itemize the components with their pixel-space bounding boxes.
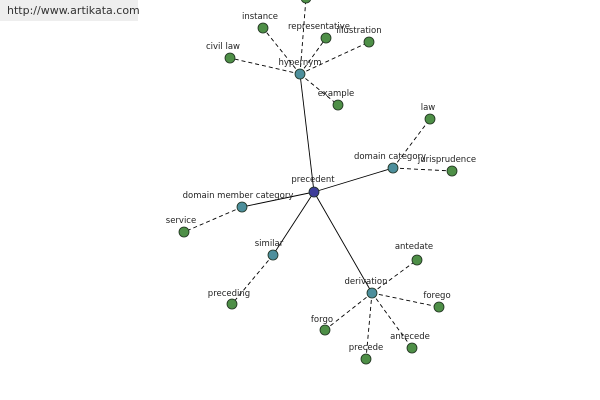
label-derivation[interactable]: derivation [344,277,387,287]
label-hypernym[interactable]: hypernym [278,58,321,68]
edge-domain-member-category [241,191,315,208]
edge-service [183,206,243,233]
label-service[interactable]: service [166,216,196,226]
node-hypernym-top[interactable] [300,0,312,4]
label-instance[interactable]: instance [242,12,278,22]
label-example[interactable]: example [318,89,355,99]
node-similar[interactable] [267,249,279,261]
node-antecede[interactable] [406,342,418,354]
node-example[interactable] [332,99,344,111]
edge-representative [299,37,327,75]
node-service[interactable] [178,226,190,238]
node-instance[interactable] [257,22,269,34]
label-preceding[interactable]: preceding [208,289,250,299]
edge-instance [262,27,301,75]
label-precede[interactable]: precede [349,343,383,353]
edge-illustration [299,41,370,75]
edge-antedate [371,259,418,294]
node-jurisprudence[interactable] [446,165,458,177]
label-illustration[interactable]: illustration [336,26,381,36]
node-forgo[interactable] [319,324,331,336]
label-forego-right[interactable]: forego [423,291,450,301]
label-antedate[interactable]: antedate [395,242,433,252]
edge-hypernym-top [299,0,307,75]
label-forgo[interactable]: forgo [311,315,333,325]
edge-derivation [313,191,373,294]
node-representative[interactable] [320,32,332,44]
label-domain-member-category[interactable]: domain member category [183,191,294,201]
graph-nodes [178,0,458,365]
edge-antecede [371,292,413,349]
edge-preceding [231,254,274,305]
label-domain-category[interactable]: domain category [354,152,426,162]
edge-similar [272,191,315,256]
label-civil-law[interactable]: civil law [206,42,240,52]
node-antedate[interactable] [411,254,423,266]
edge-civil-law [229,57,301,75]
node-civil-law[interactable] [224,52,236,64]
node-hypernym[interactable] [294,68,306,80]
node-domain-category[interactable] [387,162,399,174]
node-derivation[interactable] [366,287,378,299]
edge-jurisprudence [392,167,453,172]
node-precede[interactable] [360,353,372,365]
node-domain-member-category[interactable] [236,201,248,213]
label-representative[interactable]: representative [288,22,350,32]
edge-forego-right [371,292,440,308]
label-similar[interactable]: similar [255,239,284,249]
label-law[interactable]: law [421,103,436,113]
node-forego-right[interactable] [433,301,445,313]
edge-domain-category [313,167,394,193]
label-precedent[interactable]: precedent [291,175,335,185]
edge-forgo [324,292,373,331]
node-precedent[interactable] [308,186,320,198]
node-preceding[interactable] [226,298,238,310]
node-law[interactable] [424,113,436,125]
edge-law [392,118,431,169]
graph-labels: precedent hypernym domain category domain m… [166,12,476,353]
url-text[interactable]: http://www.artikata.com [7,4,140,17]
label-antecede[interactable]: antecede [390,332,430,342]
edge-hypernym [299,73,315,193]
url-banner: http://www.artikata.com [0,0,140,21]
edge-example [299,73,339,106]
graph-edges [183,0,453,360]
node-illustration[interactable] [363,36,375,48]
label-jurisprudence[interactable]: jurisprudence [417,155,476,165]
